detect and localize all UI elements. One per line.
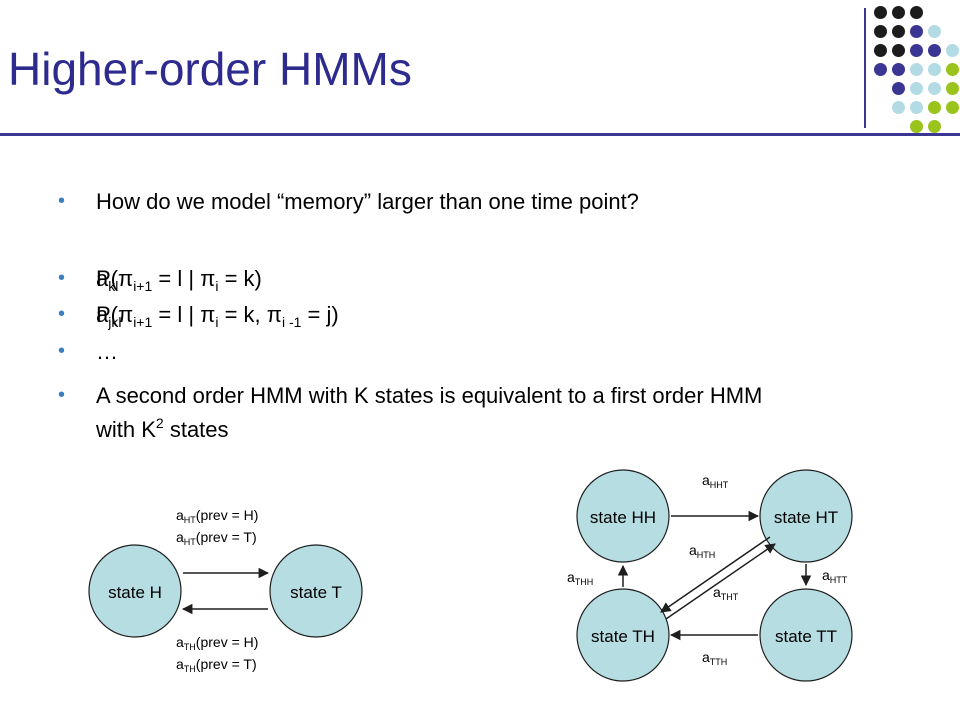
bullet-text: … [96,339,118,364]
decorative-dot [874,25,887,38]
bullet-text-line2: with K2 states [96,415,229,442]
decorative-dot [892,25,905,38]
decorative-dot [892,63,905,76]
decorative-dot [928,101,941,114]
bullet-text-line1: A second order HMM with K states is equi… [96,383,763,408]
decorative-dot [910,6,923,19]
arrow-th-to-ht [665,543,776,620]
decorative-dot [928,120,941,133]
decorative-dot [946,44,959,57]
decorative-dot [892,6,905,19]
left-diagram: state H state T aHT(prev = H) aHT(prev =… [88,507,363,674]
decorative-dot [928,25,941,38]
label-aht-prev-h: aHT(prev = H) [176,507,258,525]
state-tt-node [759,588,853,682]
state-th-node [576,588,670,682]
decorative-dot [946,63,959,76]
label-atht: aTHT [713,584,739,602]
transition-symbol-akl: akl [96,266,119,294]
label-ath-prev-t: aTH(prev = T) [176,656,257,674]
state-h-node [88,544,182,638]
bullet-marker: • [58,384,66,406]
decorative-dot [910,82,923,95]
state-hh-node [576,469,670,563]
decorative-dot [874,63,887,76]
bullet-marker: • [58,340,66,362]
formula-second-order: P(πi+1 = l | πi = k, πi -1 = j) [96,302,339,330]
label-ahht: aHHT [702,472,729,490]
state-t-label: state T [290,583,342,602]
decorative-dot [892,101,905,114]
decorative-dot [910,44,923,57]
state-th-label: state TH [591,627,655,646]
state-t-node [269,544,363,638]
decorative-dot [910,25,923,38]
decorative-vertical-rule [864,8,866,128]
state-tt-label: state TT [775,627,837,646]
decorative-dot [928,63,941,76]
decorative-dot [910,101,923,114]
formula-first-order: P(πi+1 = l | πi = k) [96,266,262,294]
transition-symbol-ajkl: ajkl [96,302,122,330]
decorative-dot [910,63,923,76]
decorative-dot [946,101,959,114]
title-underline [0,133,960,136]
bullet-marker: • [58,267,66,289]
label-aht-prev-t: aHT(prev = T) [176,529,257,547]
label-ahtt: aHTT [822,567,848,585]
decorative-dot [874,44,887,57]
state-h-label: state H [108,583,162,602]
state-ht-label: state HT [774,508,838,527]
decorative-dot [892,82,905,95]
decorative-dot [946,82,959,95]
label-athh: aTHH [567,569,593,587]
decorative-dot [892,44,905,57]
label-atth: aTTH [702,649,727,667]
decorative-dot [874,6,887,19]
decorative-dot [928,82,941,95]
right-diagram: state HH state HT state TH state TT aHHT… [567,469,853,682]
state-hh-label: state HH [590,508,656,527]
decorative-dot [928,44,941,57]
slide-title: Higher-order HMMs [8,43,412,95]
state-ht-node [759,469,853,563]
label-ahth: aHTH [689,542,715,560]
bullet-marker: • [58,303,66,325]
label-ath-prev-h: aTH(prev = H) [176,634,258,652]
decorative-dot [910,120,923,133]
bullet-text: How do we model “memory” larger than one… [96,189,639,214]
bullet-marker: • [58,190,66,212]
arrow-ht-to-th [660,536,771,613]
